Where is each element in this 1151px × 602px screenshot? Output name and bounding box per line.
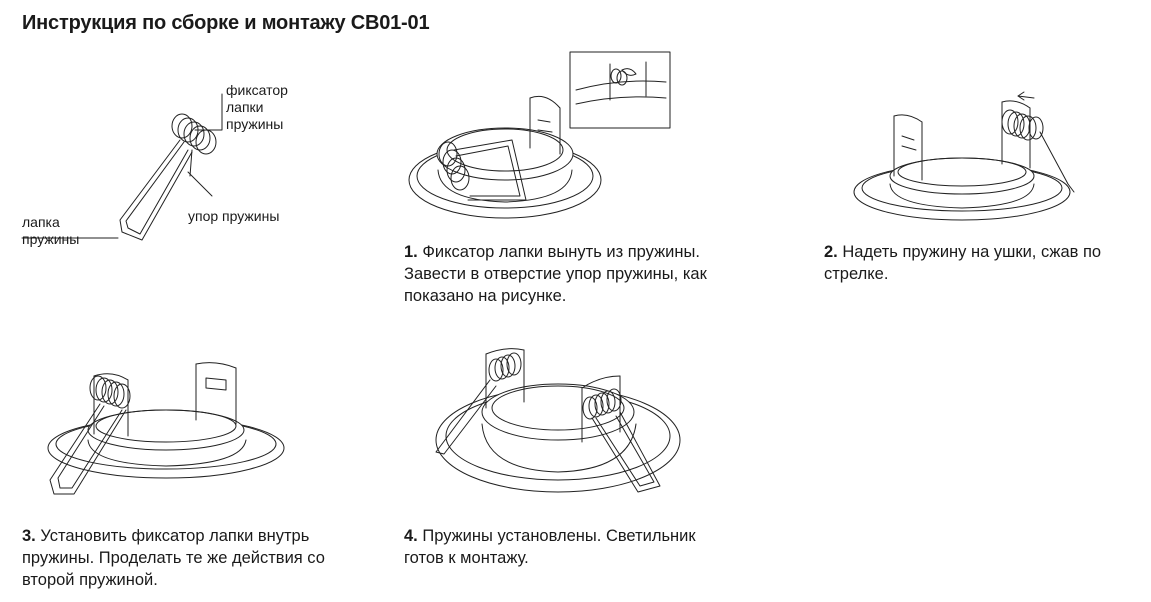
spring-detail-figure bbox=[100, 100, 240, 260]
spring-stop bbox=[189, 149, 193, 177]
page-title: Инструкция по сборке и монтажу CB01-01 bbox=[22, 12, 430, 34]
step1-figure bbox=[400, 50, 690, 230]
step2-figure bbox=[850, 88, 1080, 228]
latch-label: фиксатор лапки пружины bbox=[226, 82, 288, 132]
step-2-text: 2. Надеть пружину на ушки, сжав по стрел… bbox=[824, 243, 1102, 283]
arm-label: лапка пружины bbox=[22, 214, 80, 247]
step-3-text: 3. Установить фиксатор лапки внутрь пруж… bbox=[22, 527, 325, 589]
stop-label: упор пружины bbox=[188, 208, 280, 224]
inset-detail bbox=[569, 51, 671, 129]
spring-arm bbox=[119, 139, 193, 241]
step-4-text: 4. Пружины установлены. Светильник готов… bbox=[404, 527, 696, 567]
step-1-text: 1. Фиксатор лапки вынуть из пружины. Зав… bbox=[404, 243, 707, 305]
spring-coil bbox=[171, 113, 217, 155]
step4-figure bbox=[430, 346, 690, 506]
spring-illustration bbox=[119, 113, 217, 241]
step3-figure bbox=[40, 354, 300, 504]
compress-arrow bbox=[1017, 95, 1035, 99]
